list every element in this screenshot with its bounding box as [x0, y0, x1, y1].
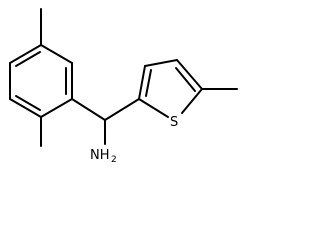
amine-subscript: 2 — [111, 155, 117, 165]
double-bond-c4-c5-thio-inner — [175, 67, 196, 92]
structure-drawing: S NH 2 — [9, 8, 238, 165]
benzene-ring — [9, 44, 73, 118]
amine-label: NH — [90, 148, 110, 163]
sulfur-atom-label: S — [170, 115, 178, 130]
bond-c5-s-thio — [181, 88, 203, 114]
bond-c3-c4-thio — [144, 59, 178, 67]
bond-c4-c5 — [9, 44, 42, 64]
double-bond-c2-c3-inner — [15, 95, 41, 111]
bond-c2-c3 — [9, 98, 42, 118]
double-bond-c2-c3-thio-inner — [145, 69, 152, 97]
bond-ring-to-ch — [71, 98, 106, 121]
molecule-canvas: S NH 2 — [9, 8, 238, 165]
bond-ch-to-thiophene — [104, 98, 140, 121]
bond-c2-c3-thio — [138, 65, 146, 100]
bond-s-c2-thio — [138, 98, 169, 118]
bond-c1-c2 — [40, 98, 73, 118]
bond-c4-c5-thio — [176, 59, 203, 90]
bond-c5-c6 — [40, 44, 73, 64]
thiophene-ring — [138, 59, 203, 118]
double-bond-c4-c5-inner — [15, 51, 41, 67]
